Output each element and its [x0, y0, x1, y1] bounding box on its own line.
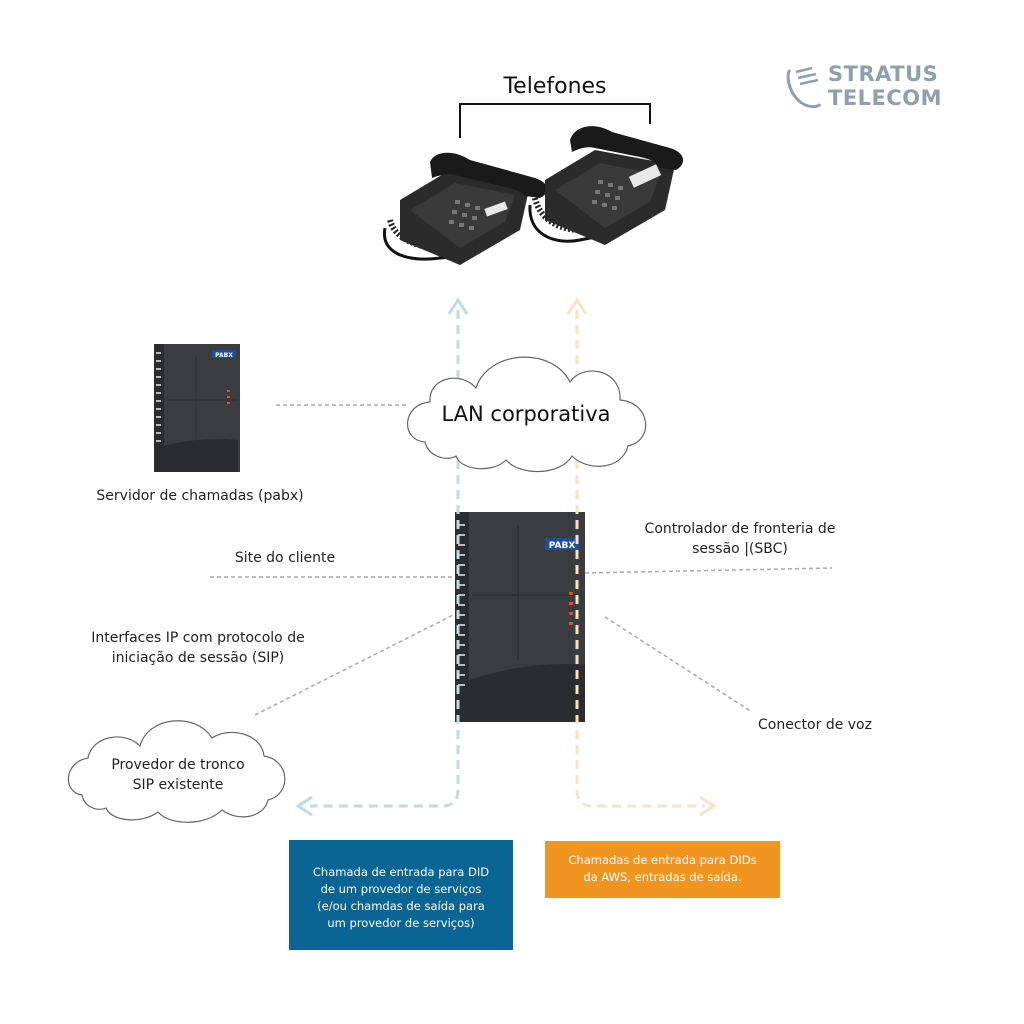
svg-text:PABX: PABX [215, 352, 233, 359]
sbc-label: Controlador de fronteria de sessão |(SBC… [644, 521, 836, 557]
phones-title: Telefones [503, 74, 607, 99]
voice-connector-label: Conector de voz [758, 717, 872, 733]
telephone-icon [383, 152, 548, 265]
orange-call-path [575, 310, 705, 808]
connector-sbc [584, 567, 833, 574]
connector-sip-interfaces [254, 613, 456, 716]
pbx-server-label: Servidor de chamadas (pabx) [96, 488, 304, 504]
customer-site-label: Site do cliente [234, 550, 336, 566]
stratus-telecom-logo: STRATUS TELECOM [782, 62, 972, 114]
svg-text:PABX: PABX [549, 541, 576, 551]
telephone-icon [528, 126, 684, 245]
lan-cloud-shape [407, 356, 647, 473]
arrowhead-left-icon [295, 795, 313, 817]
lan-cloud-label: LAN corporativa [441, 402, 611, 426]
logo-text: STRATUS TELECOM [828, 62, 943, 110]
arrowhead-right-icon [699, 795, 717, 817]
sip-provider-cloud-shape [67, 720, 286, 823]
inbound-provider-box: Chamada de entrada para DID de um proved… [289, 840, 513, 950]
phones-bracket [459, 103, 651, 138]
sip-provider-label: Provedor de tronco SIP existente [111, 757, 245, 793]
inbound-aws-box: Chamadas de entrada para DIDs da AWS, en… [545, 841, 780, 898]
connector-voice [604, 616, 753, 713]
phone-handset-logo-icon [786, 66, 822, 109]
sip-interfaces-label: Interfaces IP com protocolo de iniciação… [91, 630, 305, 666]
blue-call-path [310, 310, 460, 808]
arrowhead-up-icon [447, 297, 469, 315]
arrowhead-up-icon [566, 297, 588, 315]
sbc-device-icon: PABX [455, 512, 585, 722]
pbx-server-icon: PABX [154, 344, 240, 472]
